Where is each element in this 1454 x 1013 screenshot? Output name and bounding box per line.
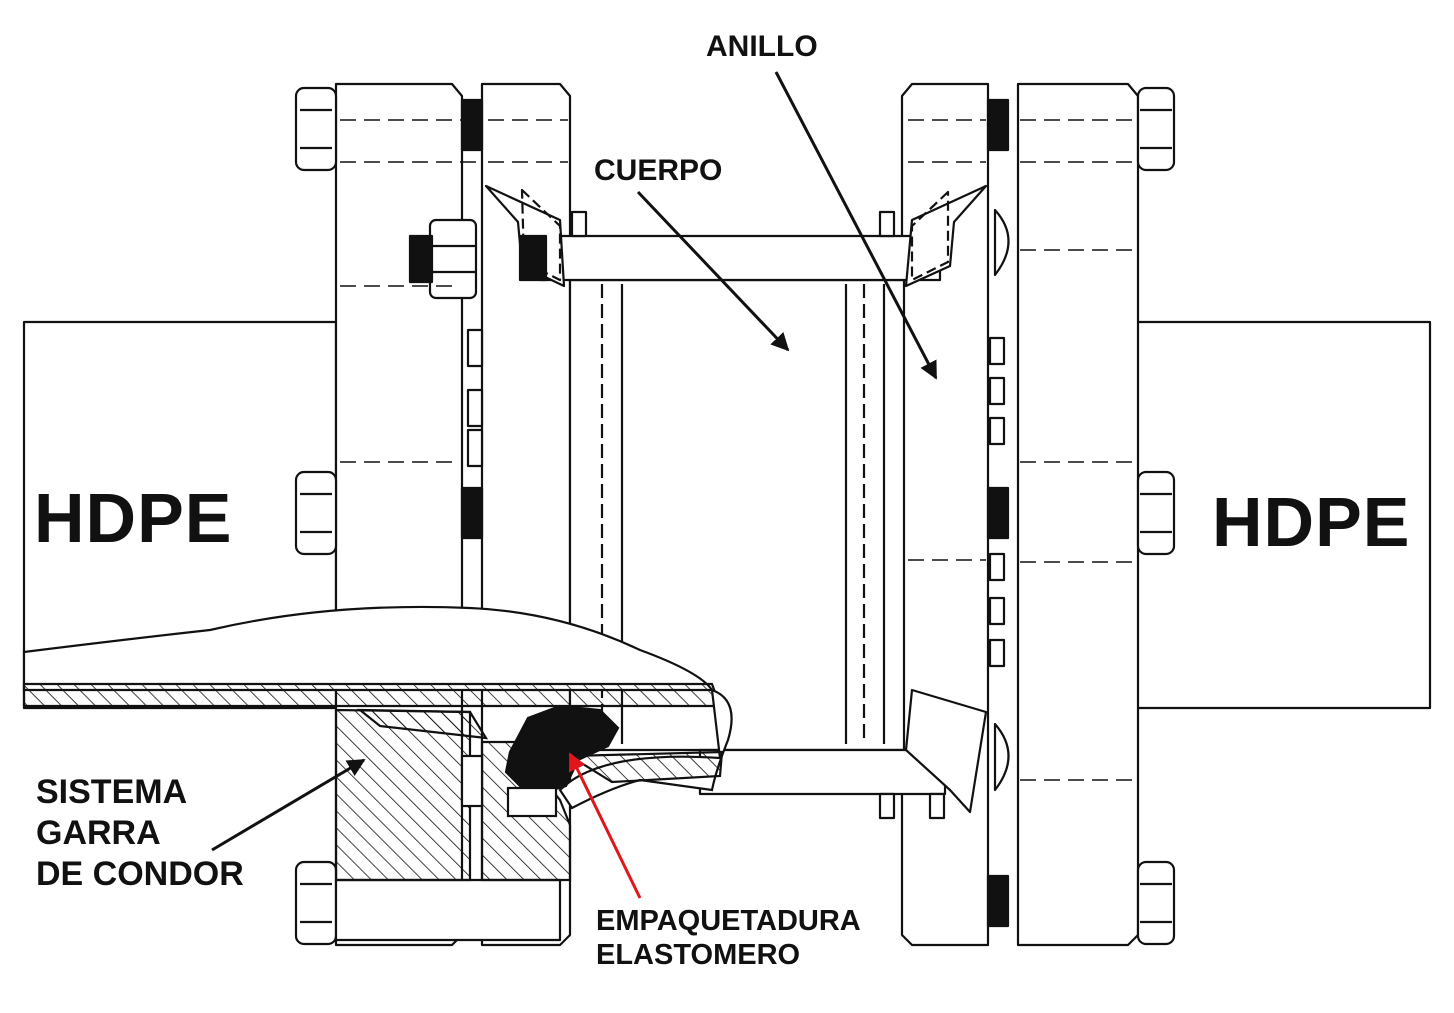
bolt-left-bottom [294,860,562,946]
cuerpo-label: CUERPO [594,154,723,187]
condor-claw-wedge [334,708,472,882]
empaquetadura-label-line1: EMPAQUETADURA [596,905,861,937]
bolt-right-bottom [986,860,1176,946]
bolt-right-top [986,86,1176,172]
sistema-arrow [211,758,366,852]
leader-arrows [211,71,938,899]
cutaway-section [22,605,733,882]
sistema-garra-label: SISTEMA GARRA DE CONDOR [36,772,244,895]
anillo-arrow [774,71,938,380]
hdpe-right-label: HDPE [1212,483,1411,561]
bolt-left-top [294,86,484,172]
sistema-label-line2: GARRA [36,814,161,852]
sistema-label-line3: DE CONDOR [36,855,244,893]
cuerpo-arrow [636,190,790,352]
anillo-label: ANILLO [706,30,818,63]
sistema-label-line1: SISTEMA [36,773,188,811]
hdpe-left-label: HDPE [34,479,233,557]
right-outer-flange [1016,82,1140,947]
elastomer-gasket [504,704,620,792]
bolt-left-mid [294,470,484,556]
bolt-right-mid [986,470,1176,556]
empaquetadura-arrow [568,752,642,899]
hdpe-pipe-right [1130,320,1432,710]
tie-rod-bottom [698,748,947,796]
empaquetadura-label: EMPAQUETADURA ELASTOMERO [596,904,861,972]
empaquetadura-label-line2: ELASTOMERO [596,939,801,971]
